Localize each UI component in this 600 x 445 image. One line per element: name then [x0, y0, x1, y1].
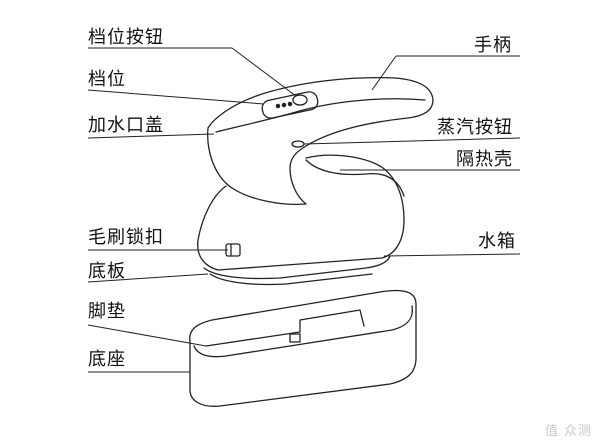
- watermark: 值 众测: [544, 424, 592, 439]
- label-handle: 手柄: [474, 35, 512, 56]
- label-brush-lock: 毛刷锁扣: [88, 227, 164, 248]
- heat-shell-outline: [197, 154, 405, 271]
- label-water-tank: 水箱: [478, 231, 516, 252]
- base-stand-outline: [189, 289, 417, 407]
- gear-button: [292, 94, 308, 106]
- label-base-plate: 底板: [88, 261, 126, 282]
- gear-button-panel: [261, 91, 319, 119]
- label-gear: 档位: [88, 69, 126, 90]
- brush-lock: [225, 243, 241, 257]
- label-foot-pad: 脚垫: [88, 301, 126, 322]
- label-steam-button: 蒸汽按钮: [437, 117, 513, 138]
- label-base-stand: 底座: [88, 349, 126, 370]
- label-water-cap: 加水口盖: [88, 115, 164, 136]
- base-plate-outline: [203, 255, 391, 280]
- foot-pad: [205, 309, 365, 347]
- steam-button: [291, 140, 305, 148]
- label-gear-button: 档位按钮: [88, 27, 164, 48]
- handle-outline: [207, 77, 434, 206]
- label-heat-shell: 隔热壳: [456, 149, 513, 170]
